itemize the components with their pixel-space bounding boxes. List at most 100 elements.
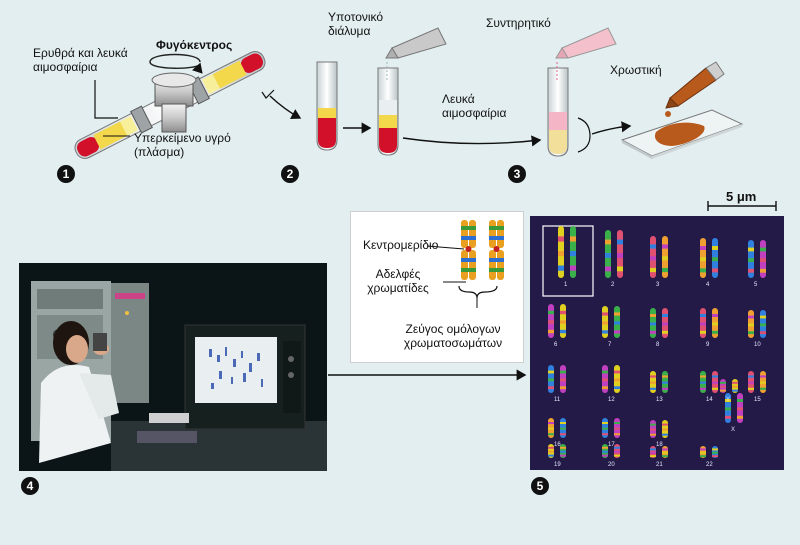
test-tube-icon — [316, 61, 338, 151]
hypotonic-solution-label: Υποτονικό διάλυμα — [328, 10, 384, 38]
chromosome-14 — [712, 371, 718, 393]
chromosome-Y — [732, 379, 738, 393]
karyotype-number-4: 4 — [706, 282, 710, 288]
karyotype-number-22: 22 — [706, 462, 713, 468]
scale-bar — [707, 201, 777, 211]
chromosome-7 — [602, 306, 608, 338]
karyotype-number-15: 15 — [754, 397, 761, 403]
chromosome-8 — [650, 308, 656, 338]
chromosome-22 — [712, 446, 718, 458]
pipette-icon — [555, 27, 617, 82]
flow-arrow — [591, 121, 632, 135]
chromosome-17 — [602, 418, 608, 438]
chromosome-22 — [700, 446, 706, 458]
karyotype-number-9: 9 — [706, 342, 710, 348]
chromosome-10 — [748, 310, 754, 338]
chromosome-21 — [662, 446, 668, 458]
chromosome-12 — [602, 365, 608, 393]
karyotype-number-21: 21 — [656, 462, 663, 468]
chromosome-X — [725, 393, 731, 423]
chromosome-14 — [700, 371, 706, 393]
chromosome-21 — [650, 446, 656, 458]
white-cells-label: Λευκά αιμοσφαίρια — [442, 92, 507, 120]
chromosome-icon — [489, 220, 504, 280]
chromosome-1 — [558, 226, 564, 278]
chromosome-11 — [548, 365, 554, 393]
karyotype-number-13: 13 — [656, 397, 663, 403]
chromosome-Y — [720, 379, 726, 393]
chromosome-11 — [560, 365, 566, 393]
chromosome-6 — [560, 304, 566, 338]
chromosome-9 — [712, 308, 718, 338]
flow-arrow — [402, 135, 542, 147]
karyotype-number-19: 19 — [554, 462, 561, 468]
centromere-label: Κεντρομερίδιο — [363, 238, 439, 252]
chromosome-5 — [760, 240, 766, 278]
karyotype-number-6: 6 — [554, 342, 558, 348]
chromosome-7 — [614, 306, 620, 338]
test-tube-icon — [377, 67, 399, 156]
step-number-icon: 4 — [21, 477, 39, 495]
chromosome-15 — [760, 371, 766, 393]
flow-arrow — [269, 95, 302, 119]
karyotype-number-10: 10 — [754, 342, 761, 348]
chromosome-3 — [662, 236, 668, 278]
chromosome-4 — [712, 238, 718, 278]
fixative-label: Συντηρητικό — [486, 16, 551, 30]
karyotype-number-12: 12 — [608, 397, 615, 403]
pipette-icon — [385, 27, 447, 80]
karyotype-number-5: 5 — [754, 282, 758, 288]
karyotype-number-17: 17 — [608, 442, 615, 448]
chromosome-17 — [614, 418, 620, 438]
chromosome-19 — [548, 444, 554, 458]
karyotype-number-11: 11 — [554, 397, 561, 403]
chromosome-2 — [617, 230, 623, 278]
karyotype-number-1: 1 — [564, 282, 568, 288]
test-tube-icon — [547, 67, 569, 157]
karyotype-number-3: 3 — [656, 282, 660, 288]
chromosome-15 — [748, 371, 754, 393]
chromosome-X — [737, 393, 743, 423]
supernatant-label: Υπερκείμενο υγρό (πλάσμα) — [134, 131, 231, 159]
lab-photo — [19, 263, 327, 471]
chromosome-12 — [614, 365, 620, 393]
step-number-icon: 5 — [531, 477, 549, 495]
highlight-box — [542, 225, 594, 297]
karyotype-number-8: 8 — [656, 342, 660, 348]
blood-cells-label: Ερυθρά και λευκά αιμοσφαίρια — [33, 46, 128, 74]
scale-bar-label: 5 μm — [726, 189, 757, 204]
karyotype-number-14: 14 — [706, 397, 713, 403]
chromosome-16 — [548, 418, 554, 438]
stain-label: Χρωστική — [610, 63, 662, 77]
chromosome-icon — [461, 220, 476, 280]
chromosome-16 — [560, 418, 566, 438]
chromosome-10 — [760, 310, 766, 338]
chromosome-13 — [650, 371, 656, 393]
chromosome-5 — [748, 240, 754, 278]
karyotype-number-16: 16 — [554, 442, 561, 448]
chromosome-20 — [602, 444, 608, 458]
chromosome-6 — [548, 304, 554, 338]
chromosome-18 — [650, 420, 656, 438]
step-number-icon: 3 — [508, 165, 526, 183]
chromosome-13 — [662, 371, 668, 393]
chromosome-3 — [650, 236, 656, 278]
step-number-icon: 1 — [57, 165, 75, 183]
chromosome-20 — [614, 444, 620, 458]
chromosome-structure-inset: Κεντρομερίδιο Αδελφές χρωματίδες Ζεύγος … — [350, 211, 524, 363]
karyotype-number-7: 7 — [608, 342, 612, 348]
karyotype-number-Y: Y — [726, 397, 730, 403]
chromosome-4 — [700, 238, 706, 278]
chromosome-18 — [662, 420, 668, 438]
chromosome-19 — [560, 444, 566, 458]
sister-chromatids-label: Αδελφές χρωματίδες — [367, 267, 429, 295]
homologous-pair-label: Ζεύγος ομόλογων χρωματοσωμάτων — [403, 322, 503, 350]
pipette-icon — [665, 61, 725, 117]
chromosome-8 — [662, 308, 668, 338]
karyotype-number-X: X — [731, 427, 735, 433]
karyotype-number-2: 2 — [611, 282, 615, 288]
chromosome-2 — [605, 230, 611, 278]
